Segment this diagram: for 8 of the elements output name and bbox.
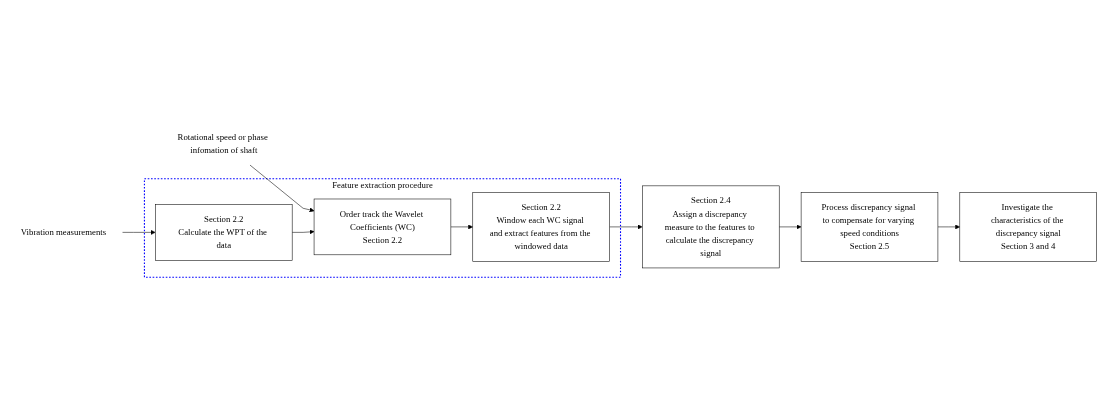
node-box: Investigate the characteristics of the discrepancy signal Section 3 and 4 bbox=[959, 192, 1097, 262]
node-text: Rotational speed or phase infomation of shaft bbox=[177, 132, 268, 155]
node-box: Section 2.2 Calculate the WPT of the data bbox=[155, 204, 293, 261]
node-text: Vibration measurements bbox=[20, 227, 107, 237]
node-box: Order track the Wavelet Coefficients (WC) Section 2.2 bbox=[313, 198, 452, 256]
node-box: Process discrepancy signal to compensate for varying speed conditions Section 2.5 bbox=[800, 192, 939, 262]
node-box: Section 2.2 Window each WC signal and extract features from the windowed data bbox=[472, 192, 610, 262]
node-box: Section 2.4 Assign a discrepancy measure to the features to calculate the discrepancy signal bbox=[642, 185, 780, 269]
